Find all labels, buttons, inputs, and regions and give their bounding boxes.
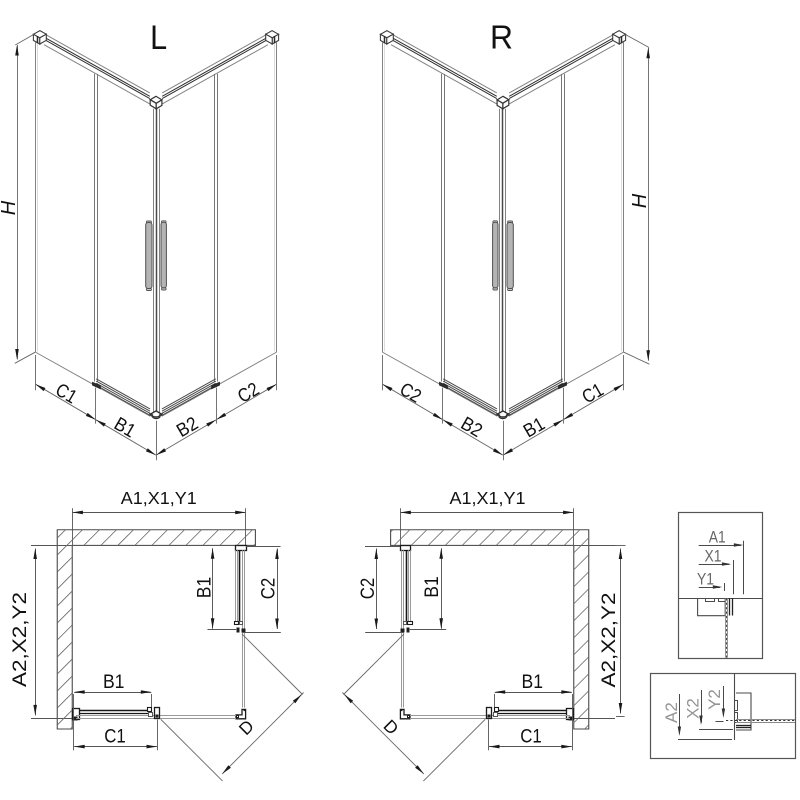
svg-text:H: H [0, 200, 20, 215]
svg-text:B1: B1 [103, 672, 125, 693]
svg-text:X2: X2 [683, 698, 702, 719]
svg-text:A1,X1,Y1: A1,X1,Y1 [450, 488, 526, 508]
svg-text:C2: C2 [258, 578, 279, 600]
svg-text:A1,X1,Y1: A1,X1,Y1 [121, 488, 197, 508]
svg-text:A2,X2,Y2: A2,X2,Y2 [599, 593, 620, 688]
svg-text:C1: C1 [520, 727, 542, 748]
svg-text:Y2: Y2 [705, 689, 724, 710]
svg-text:B1: B1 [194, 577, 215, 599]
svg-text:Y1: Y1 [697, 570, 714, 588]
svg-text:X1: X1 [705, 547, 722, 565]
svg-text:B1: B1 [522, 672, 544, 693]
svg-text:L: L [150, 19, 167, 57]
svg-text:A2,X2,Y2: A2,X2,Y2 [10, 592, 31, 687]
svg-text:A1: A1 [709, 528, 726, 546]
svg-text:C1: C1 [104, 727, 126, 748]
svg-text:C2: C2 [358, 578, 379, 600]
svg-text:R: R [490, 18, 513, 55]
svg-text:B1: B1 [422, 576, 443, 598]
svg-text:A2: A2 [662, 702, 681, 723]
svg-text:H: H [629, 193, 651, 208]
